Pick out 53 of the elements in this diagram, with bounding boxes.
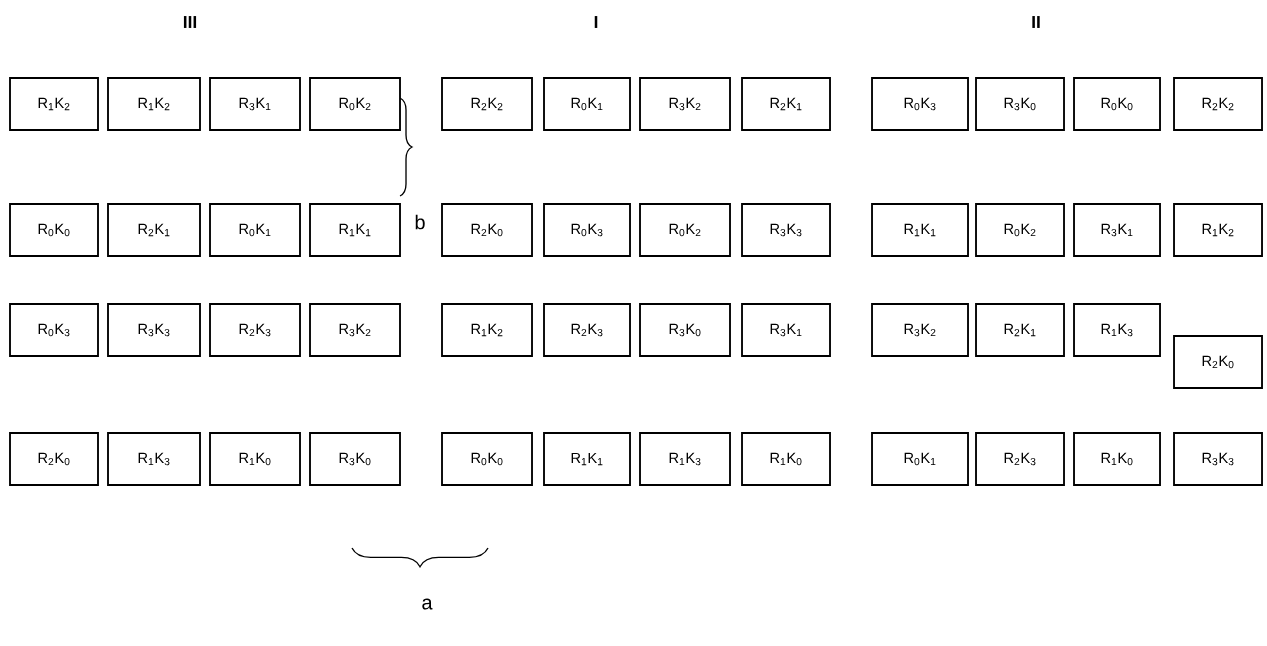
brace-label: a [422,598,433,610]
text-box: R$_{1}$K$_{2}$ [107,77,201,131]
text-box: R$_{3}$K$_{2}$ [309,303,401,357]
text-box: R$_{0}$K$_{3}$ [543,203,631,257]
text-box: R$_{3}$K$_{0}$ [639,303,731,357]
text-box: R$_{0}$K$_{2}$ [639,203,731,257]
column-heading: II [1032,16,1040,28]
text-box: R$_{1}$K$_{1}$ [309,203,401,257]
text-box: R$_{1}$K$_{2}$ [9,77,99,131]
text-box: R$_{3}$K$_{3}$ [1173,432,1263,486]
text-box: R$_{3}$K$_{1}$ [209,77,301,131]
text-box: R$_{2}$K$_{3}$ [975,432,1065,486]
text-box: R$_{1}$K$_{3}$ [107,432,201,486]
text-box: R$_{1}$K$_{2}$ [1173,203,1263,257]
text-box: R$_{1}$K$_{0}$ [209,432,301,486]
text-box: R$_{3}$K$_{0}$ [975,77,1065,131]
brace-label: b [415,214,425,230]
text-box: R$_{1}$K$_{0}$ [1073,432,1161,486]
text-box: R$_{2}$K$_{2}$ [1173,77,1263,131]
text-box: R$_{3}$K$_{3}$ [107,303,201,357]
text-box: R$_{2}$K$_{3}$ [543,303,631,357]
column-heading: III [183,16,197,28]
text-box: R$_{2}$K$_{0}$ [9,432,99,486]
text-box: R$_{0}$K$_{2}$ [309,77,401,131]
text-box: R$_{1}$K$_{0}$ [741,432,831,486]
text-box: R$_{1}$K$_{3}$ [1073,303,1161,357]
text-box: R$_{0}$K$_{1}$ [543,77,631,131]
text-box: R$_{1}$K$_{3}$ [639,432,731,486]
text-box: R$_{3}$K$_{0}$ [309,432,401,486]
text-box: R$_{0}$K$_{3}$ [871,77,969,131]
text-box: R$_{3}$K$_{2}$ [639,77,731,131]
text-box: R$_{0}$K$_{3}$ [9,303,99,357]
text-box: R$_{3}$K$_{2}$ [871,303,969,357]
text-box: R$_{2}$K$_{1}$ [975,303,1065,357]
text-box: R$_{1}$K$_{1}$ [543,432,631,486]
text-box: R$_{0}$K$_{0}$ [1073,77,1161,131]
text-box: R$_{0}$K$_{1}$ [871,432,969,486]
text-box: R$_{2}$K$_{2}$ [441,77,533,131]
text-box: R$_{2}$K$_{0}$ [1173,335,1263,389]
text-box: R$_{2}$K$_{3}$ [209,303,301,357]
text-box: R$_{3}$K$_{1}$ [741,303,831,357]
text-box: R$_{0}$K$_{2}$ [975,203,1065,257]
column-heading: I [594,16,598,28]
text-box: R$_{2}$K$_{1}$ [741,77,831,131]
text-box: R$_{0}$K$_{0}$ [9,203,99,257]
text-box: R$_{0}$K$_{1}$ [209,203,301,257]
text-box: R$_{3}$K$_{3}$ [741,203,831,257]
text-box: R$_{3}$K$_{1}$ [1073,203,1161,257]
text-box: R$_{1}$K$_{1}$ [871,203,969,257]
text-box: R$_{2}$K$_{1}$ [107,203,201,257]
text-box: R$_{1}$K$_{2}$ [441,303,533,357]
text-box: R$_{2}$K$_{0}$ [441,203,533,257]
text-box: R$_{0}$K$_{0}$ [441,432,533,486]
